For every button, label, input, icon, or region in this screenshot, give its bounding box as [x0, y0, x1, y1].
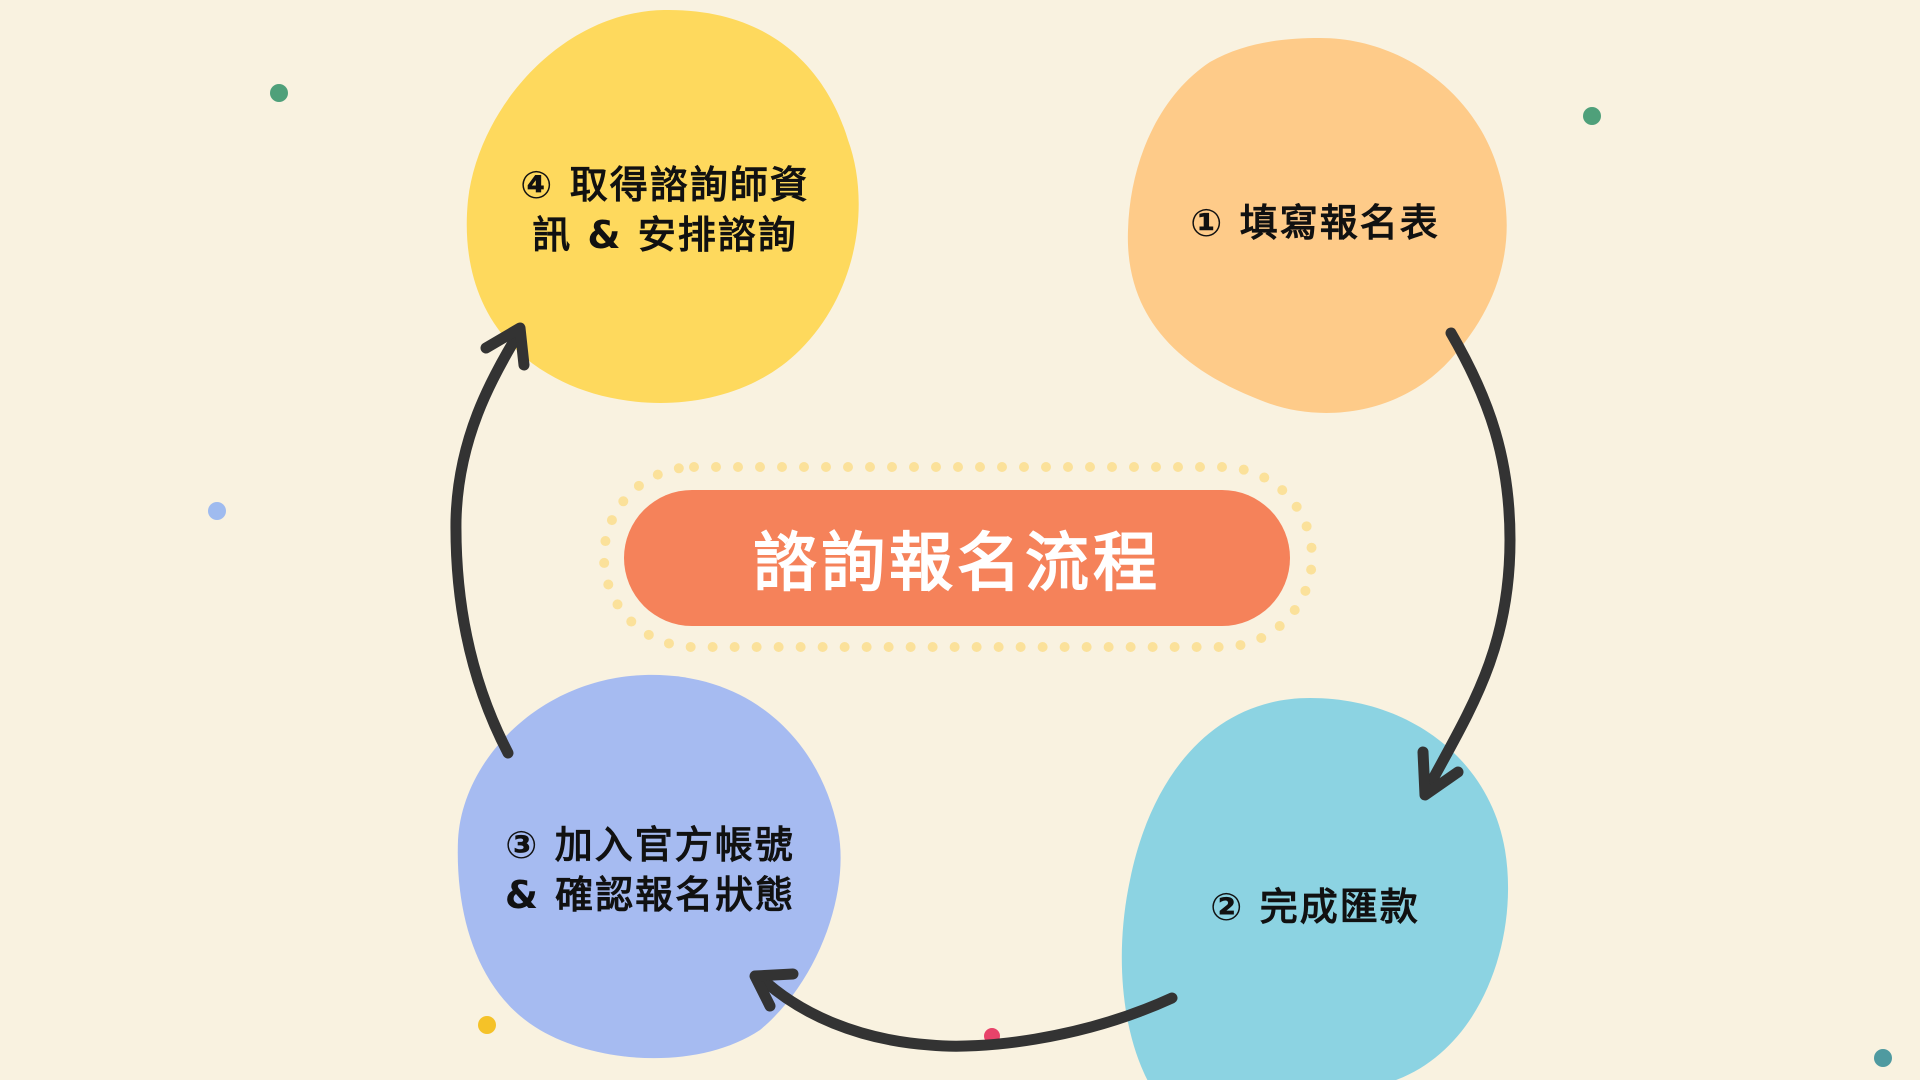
step4-blob [466, 9, 859, 403]
title-pill [624, 490, 1290, 626]
step2-blob [1121, 698, 1508, 1080]
decor-dot [1583, 107, 1601, 125]
step3-blob [457, 674, 841, 1059]
step3-label: ③ 加入官方帳號 & 確認報名狀態 [470, 820, 830, 920]
step1-blob [1127, 38, 1507, 413]
arrowhead-2-to-3 [749, 968, 799, 1012]
step4-label-line1: ④ 取得諮詢師資 [520, 163, 810, 207]
decor-dot [1874, 1049, 1892, 1067]
arrow-1-to-2 [1421, 327, 1516, 796]
step3-label-line2: & 確認報名狀態 [504, 873, 796, 917]
step1-label: ① 填寫報名表 [1190, 201, 1440, 245]
arrow-2-to-3 [753, 970, 1178, 1052]
arrow-3-to-4 [450, 325, 526, 759]
decor-dot [270, 84, 288, 102]
step4-label-line2: 訊 & 安排諮詢 [532, 213, 798, 257]
step3-label-line1: ③ 加入官方帳號 [505, 823, 795, 867]
decor-dot [478, 1016, 496, 1034]
decor-dot [208, 502, 226, 520]
arrowhead-1-to-2 [1417, 746, 1464, 801]
step2-label: ② 完成匯款 [1210, 885, 1420, 929]
pill-dotted-border [599, 462, 1317, 652]
arrowhead-3-to-4 [480, 322, 530, 371]
page-title: 諮詢報名流程 [753, 527, 1161, 601]
step4-label: ④ 取得諮詢師資 訊 & 安排諮詢 [480, 160, 850, 260]
